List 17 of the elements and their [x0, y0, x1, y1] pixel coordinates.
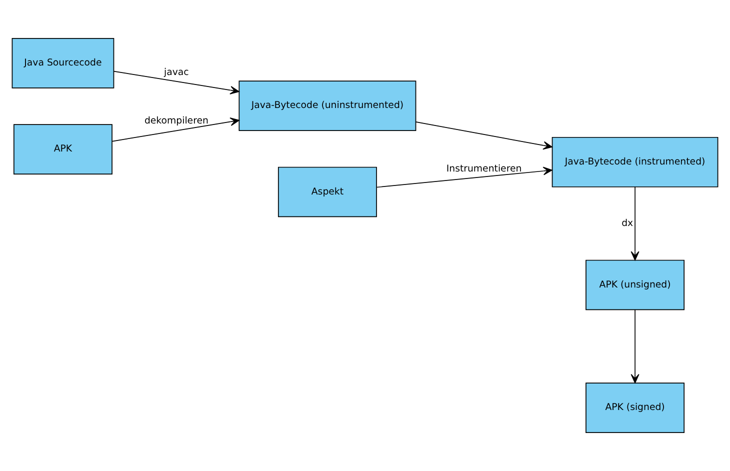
node-box: Java-Bytecode (uninstrumented) [238, 80, 416, 131]
node-box: APK (signed) [586, 382, 685, 434]
arrow [113, 70, 240, 94]
arrow [416, 122, 552, 150]
edge-label: javac [164, 66, 189, 78]
arrow [112, 118, 240, 142]
edge-label: dekompileren [144, 116, 208, 127]
node-box: APK [13, 124, 112, 174]
edge-label: Instrumentieren [446, 163, 522, 174]
node-box: APK (unsigned) [586, 260, 685, 310]
arrow [630, 309, 640, 384]
node-box: Aspekt [278, 166, 377, 218]
node-box: Java-Bytecode (instrumented) [552, 136, 718, 188]
arrow [376, 166, 552, 188]
node-box: Java Sourcecode [12, 38, 114, 88]
edge-label: dx [622, 218, 634, 229]
arrow [630, 186, 640, 261]
